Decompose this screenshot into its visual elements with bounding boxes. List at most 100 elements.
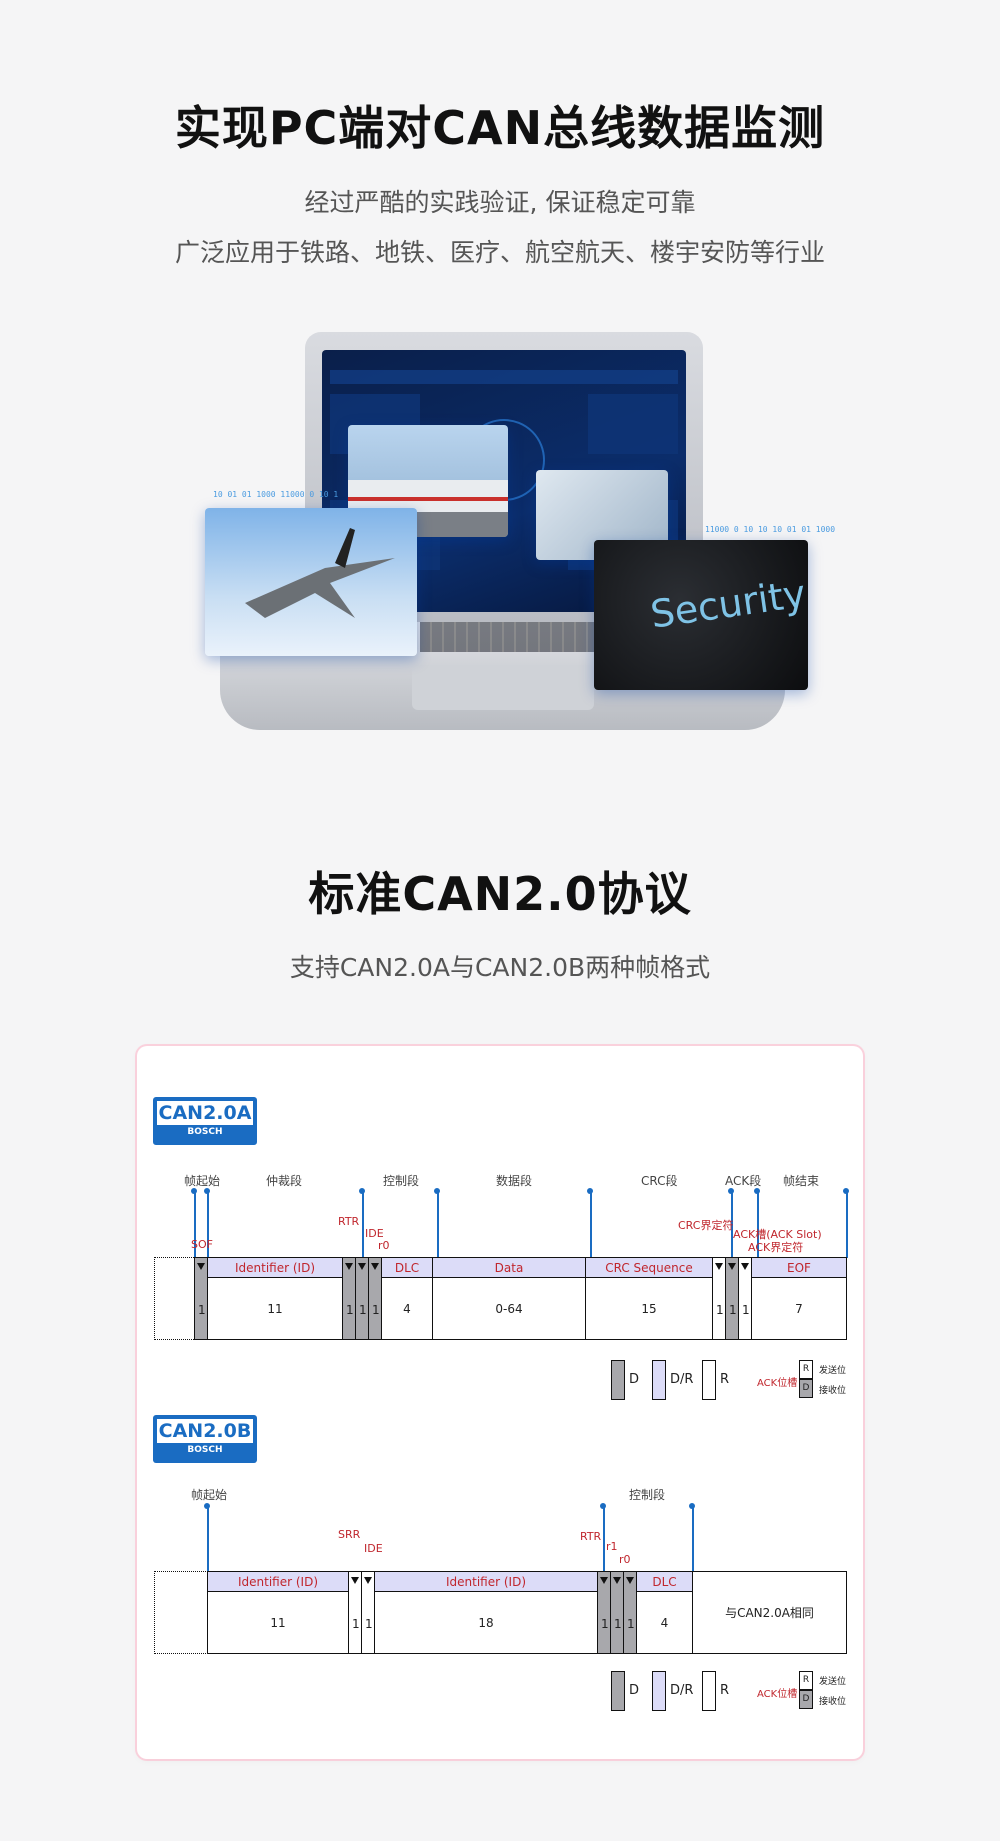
eof-header: EOF [751, 1257, 847, 1278]
legend-dominant-swatch [611, 1360, 625, 1400]
segment-label-eof: 帧结束 [783, 1174, 820, 1188]
segment-label-crc: CRC段 [641, 1174, 678, 1188]
ide-bit-count: 1 [359, 1303, 367, 1317]
boundary-line [437, 1191, 439, 1258]
legend-recessive-swatch [702, 1671, 716, 1711]
arrow-marker [600, 1577, 608, 1584]
boundary-line [362, 1191, 364, 1258]
can-2-0b-badge: CAN2.0B BOSCH [153, 1415, 257, 1463]
boundary-dot [689, 1503, 695, 1509]
legend-dominant-label: D [629, 1372, 640, 1387]
dlc-bits: 4 [381, 1277, 433, 1340]
arrow-marker [741, 1263, 749, 1270]
boundary-line [603, 1506, 605, 1573]
arrow-marker [197, 1263, 205, 1270]
data-header: Data [432, 1257, 586, 1278]
r0-bit-count: 1 [627, 1617, 635, 1631]
boundary-dot [600, 1503, 606, 1509]
boundary-line [731, 1191, 733, 1258]
arrow-marker [371, 1263, 379, 1270]
ide-bit-count: 1 [365, 1617, 373, 1631]
can-2-0b-frame: Identifier (ID) 11 Identifier (ID) 18 DL… [207, 1571, 847, 1654]
boundary-line [692, 1506, 694, 1573]
bosch-label: BOSCH [187, 1127, 223, 1137]
legend-d-box: D [799, 1379, 813, 1398]
eof-bits: 7 [751, 1277, 847, 1340]
legend-dominant-swatch [611, 1671, 625, 1711]
boundary-line [590, 1191, 592, 1258]
field-label-rtr: RTR [580, 1530, 602, 1543]
legend-send-label: 发送位 [819, 1677, 847, 1687]
arrow-marker [715, 1263, 723, 1270]
rtr-bit-count: 1 [346, 1303, 354, 1317]
boundary-dot [434, 1188, 440, 1194]
segment-label-data: 数据段 [496, 1174, 533, 1188]
segment-label-arbitration: 仲裁段 [266, 1174, 303, 1188]
boundary-dot [843, 1188, 849, 1194]
crc-header: CRC Sequence [585, 1257, 713, 1278]
id-base-bits: 11 [207, 1591, 349, 1654]
boundary-line [757, 1191, 759, 1258]
segment-label-control: 控制段 [629, 1488, 666, 1502]
field-label-crc-delimiter: CRC界定符 [678, 1219, 734, 1232]
binary-decoration-1: 10 01 01 1000 11000 0 10 1 [213, 490, 339, 499]
section-subtitle: 支持CAN2.0A与CAN2.0B两种帧格式 [289, 953, 711, 982]
id-bits: 11 [207, 1277, 343, 1340]
legend-recessive-swatch [702, 1360, 716, 1400]
dlc-bits: 4 [636, 1591, 693, 1654]
crc-delimiter-count: 1 [716, 1303, 724, 1317]
boundary-dot [204, 1188, 210, 1194]
section-title: 标准CAN2.0协议 [308, 867, 692, 921]
aircraft-photo [205, 508, 417, 656]
subtitle-line-2: 广泛应用于铁路、地铁、医疗、航空航天、楼宇安防等行业 [174, 238, 825, 267]
arrow-marker [358, 1263, 366, 1270]
field-label-sof: SOF [191, 1238, 213, 1251]
legend-dr-label: D/R [670, 1372, 694, 1387]
field-label-ide: IDE [364, 1542, 383, 1555]
boundary-line [207, 1506, 209, 1573]
r0-bit-count: 1 [372, 1303, 380, 1317]
boundary-line [194, 1191, 196, 1258]
legend-receive-label: 接收位 [819, 1386, 847, 1396]
boundary-line [846, 1191, 848, 1258]
boundary-dot [359, 1188, 365, 1194]
segment-label-control: 控制段 [383, 1174, 420, 1188]
legend-ack-label: ACK位槽 [757, 1378, 798, 1389]
frame-lead-in [154, 1257, 194, 1340]
legend-dominant-label: D [629, 1683, 640, 1698]
dlc-header: DLC [381, 1257, 433, 1278]
frame-lead-in [154, 1571, 208, 1654]
field-label-ide: IDE [365, 1227, 384, 1240]
id-extended-header: Identifier (ID) [374, 1571, 598, 1592]
arrow-marker [345, 1263, 353, 1270]
sof-bit-count: 1 [198, 1303, 206, 1317]
bosch-label: BOSCH [187, 1445, 223, 1455]
crc-bits: 15 [585, 1277, 713, 1340]
field-label-ack-delimiter: ACK界定符 [748, 1241, 804, 1254]
id-extended-bits: 18 [374, 1591, 598, 1654]
segment-label-sof: 帧起始 [191, 1488, 228, 1502]
field-label-r1: r1 [606, 1540, 618, 1553]
boundary-dot [204, 1503, 210, 1509]
boundary-dot [587, 1188, 593, 1194]
legend-send-label: 发送位 [819, 1366, 847, 1376]
badge-title: CAN2.0A [157, 1101, 253, 1125]
legend-dr-swatch [652, 1671, 666, 1711]
rtr-bit-count: 1 [601, 1617, 609, 1631]
can-2-0a-frame: Identifier (ID) 11 DLC 4 Data 0-64 CRC S… [194, 1257, 847, 1340]
field-label-ack-slot: ACK槽(ACK Slot) [733, 1228, 822, 1241]
id-base-header: Identifier (ID) [207, 1571, 349, 1592]
legend-r-box: R [799, 1360, 813, 1379]
r1-bit-count: 1 [614, 1617, 622, 1631]
arrow-marker [351, 1577, 359, 1584]
arrow-marker [364, 1577, 372, 1584]
id-field-header: Identifier (ID) [207, 1257, 343, 1278]
security-photo [594, 540, 808, 690]
same-as-a-cell: 与CAN2.0A相同 [692, 1571, 847, 1654]
legend-dr-swatch [652, 1360, 666, 1400]
legend-receive-label: 接收位 [819, 1697, 847, 1707]
legend-dr-label: D/R [670, 1683, 694, 1698]
ack-delimiter-count: 1 [742, 1303, 750, 1317]
field-label-r0: r0 [378, 1239, 390, 1252]
dlc-header: DLC [636, 1571, 693, 1592]
